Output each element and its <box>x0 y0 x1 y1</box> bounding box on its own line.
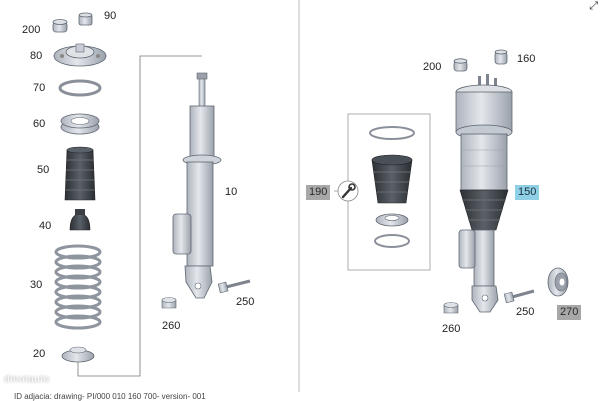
part-90 <box>78 12 93 26</box>
part-150 <box>455 74 513 313</box>
part-70 <box>58 79 102 97</box>
label-30: 30 <box>30 279 43 291</box>
drawing-id-footer: ID adjacia: drawing- PI/000 010 160 700-… <box>14 392 206 401</box>
part-80 <box>53 43 107 67</box>
expand-icon[interactable]: ⤢ <box>589 0 598 12</box>
kit-bellows <box>371 154 413 204</box>
label-200-left: 200 <box>22 24 41 36</box>
part-250-right <box>503 289 535 304</box>
label-250-left: 250 <box>236 296 255 308</box>
part-160 <box>494 49 508 65</box>
label-40: 40 <box>39 220 52 232</box>
kit-bearing <box>375 213 409 227</box>
part-40 <box>69 209 91 231</box>
part-270 <box>547 267 569 297</box>
part-20 <box>61 346 95 363</box>
part-260-right <box>443 302 459 314</box>
part-200-left <box>52 19 68 33</box>
assembly-bracket-line <box>77 55 202 377</box>
label-60: 60 <box>33 118 46 130</box>
label-200-right: 200 <box>423 61 442 73</box>
wrench-icon <box>337 180 359 202</box>
label-10: 10 <box>225 186 238 198</box>
label-270: 270 <box>557 305 582 320</box>
part-250-left <box>217 279 251 294</box>
part-10 <box>172 72 222 299</box>
watermark-text: dmotauto <box>4 374 50 385</box>
label-80: 80 <box>30 50 43 62</box>
label-250-right: 250 <box>516 306 535 318</box>
label-190: 190 <box>306 185 331 200</box>
part-50 <box>64 146 96 201</box>
label-150: 150 <box>515 185 540 200</box>
label-50: 50 <box>37 164 50 176</box>
label-260-right: 260 <box>442 323 461 335</box>
label-70: 70 <box>33 82 46 94</box>
part-60 <box>60 113 100 135</box>
part-200-right <box>453 58 468 72</box>
kit-ring-bottom <box>374 234 410 248</box>
label-160: 160 <box>517 53 536 65</box>
label-20: 20 <box>33 348 46 360</box>
label-260-left: 260 <box>162 320 181 332</box>
part-30 <box>54 244 102 330</box>
label-90: 90 <box>104 10 117 22</box>
kit-ring-top <box>369 126 415 140</box>
part-260-left <box>161 297 177 309</box>
